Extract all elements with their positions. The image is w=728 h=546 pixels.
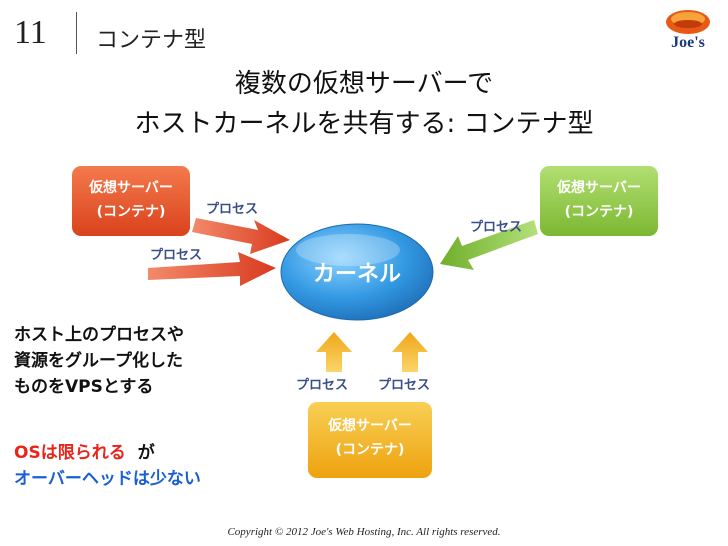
process-label-left-lower: プロセス — [150, 248, 203, 263]
right-server-label: 仮想サーバー (コンテナ) — [540, 166, 658, 236]
bottom-server-line-1: 仮想サーバー — [328, 418, 412, 434]
left-server-label: 仮想サーバー (コンテナ) — [72, 166, 190, 236]
left-server-line-2: (コンテナ) — [96, 204, 166, 220]
vps-description: ホスト上のプロセスや 資源をグループ化した ものをVPSとする — [14, 322, 184, 400]
right-arrow — [440, 220, 538, 270]
slide-header: コンテナ型 — [96, 28, 207, 53]
overhead-text: オーバーヘッドは少ない — [14, 469, 201, 489]
slide-number: 11 — [14, 14, 47, 51]
kernel-label: カーネル — [312, 262, 401, 287]
note-line-2: 資源をグループ化した — [14, 351, 183, 371]
logo-text: Joe's — [671, 34, 705, 51]
joes-logo-icon — [666, 10, 710, 34]
title-line-1: 複数の仮想サーバーで — [234, 69, 494, 99]
left-arrow-lower — [148, 252, 276, 286]
bottom-arrow-left — [316, 332, 352, 372]
process-label-bottom-left: プロセス — [296, 378, 349, 393]
bottom-arrow-right — [392, 332, 428, 372]
os-overhead-note: OSは限られるが オーバーヘッドは少ない — [14, 440, 201, 492]
process-label-bottom-right: プロセス — [378, 378, 431, 393]
title-line-2: ホストカーネルを共有する: コンテナ型 — [134, 109, 594, 139]
process-label-left-upper: プロセス — [206, 202, 259, 217]
ga-text: が — [137, 443, 155, 463]
kernel-highlight — [296, 234, 400, 266]
kernel-ellipse — [280, 223, 434, 321]
bottom-server-label: 仮想サーバー (コンテナ) — [308, 402, 432, 478]
note-line-1: ホスト上のプロセスや — [14, 325, 184, 345]
left-arrow-upper — [192, 218, 290, 254]
right-server-box — [540, 166, 658, 236]
copyright-footer: Copyright © 2012 Joe's Web Hosting, Inc.… — [227, 526, 501, 538]
left-server-box — [72, 166, 190, 236]
right-server-line-1: 仮想サーバー — [557, 180, 641, 196]
slide-number-divider — [76, 12, 77, 54]
left-server-line-1: 仮想サーバー — [89, 180, 173, 196]
os-limited-text: OSは限られる — [14, 443, 126, 463]
process-label-right: プロセス — [470, 220, 523, 235]
bottom-server-box — [308, 402, 432, 478]
bottom-server-line-2: (コンテナ) — [335, 442, 405, 458]
slide-title: 複数の仮想サーバーで ホストカーネルを共有する: コンテナ型 — [40, 64, 688, 144]
right-server-line-2: (コンテナ) — [564, 204, 634, 220]
note-line-3: ものをVPSとする — [14, 377, 154, 397]
